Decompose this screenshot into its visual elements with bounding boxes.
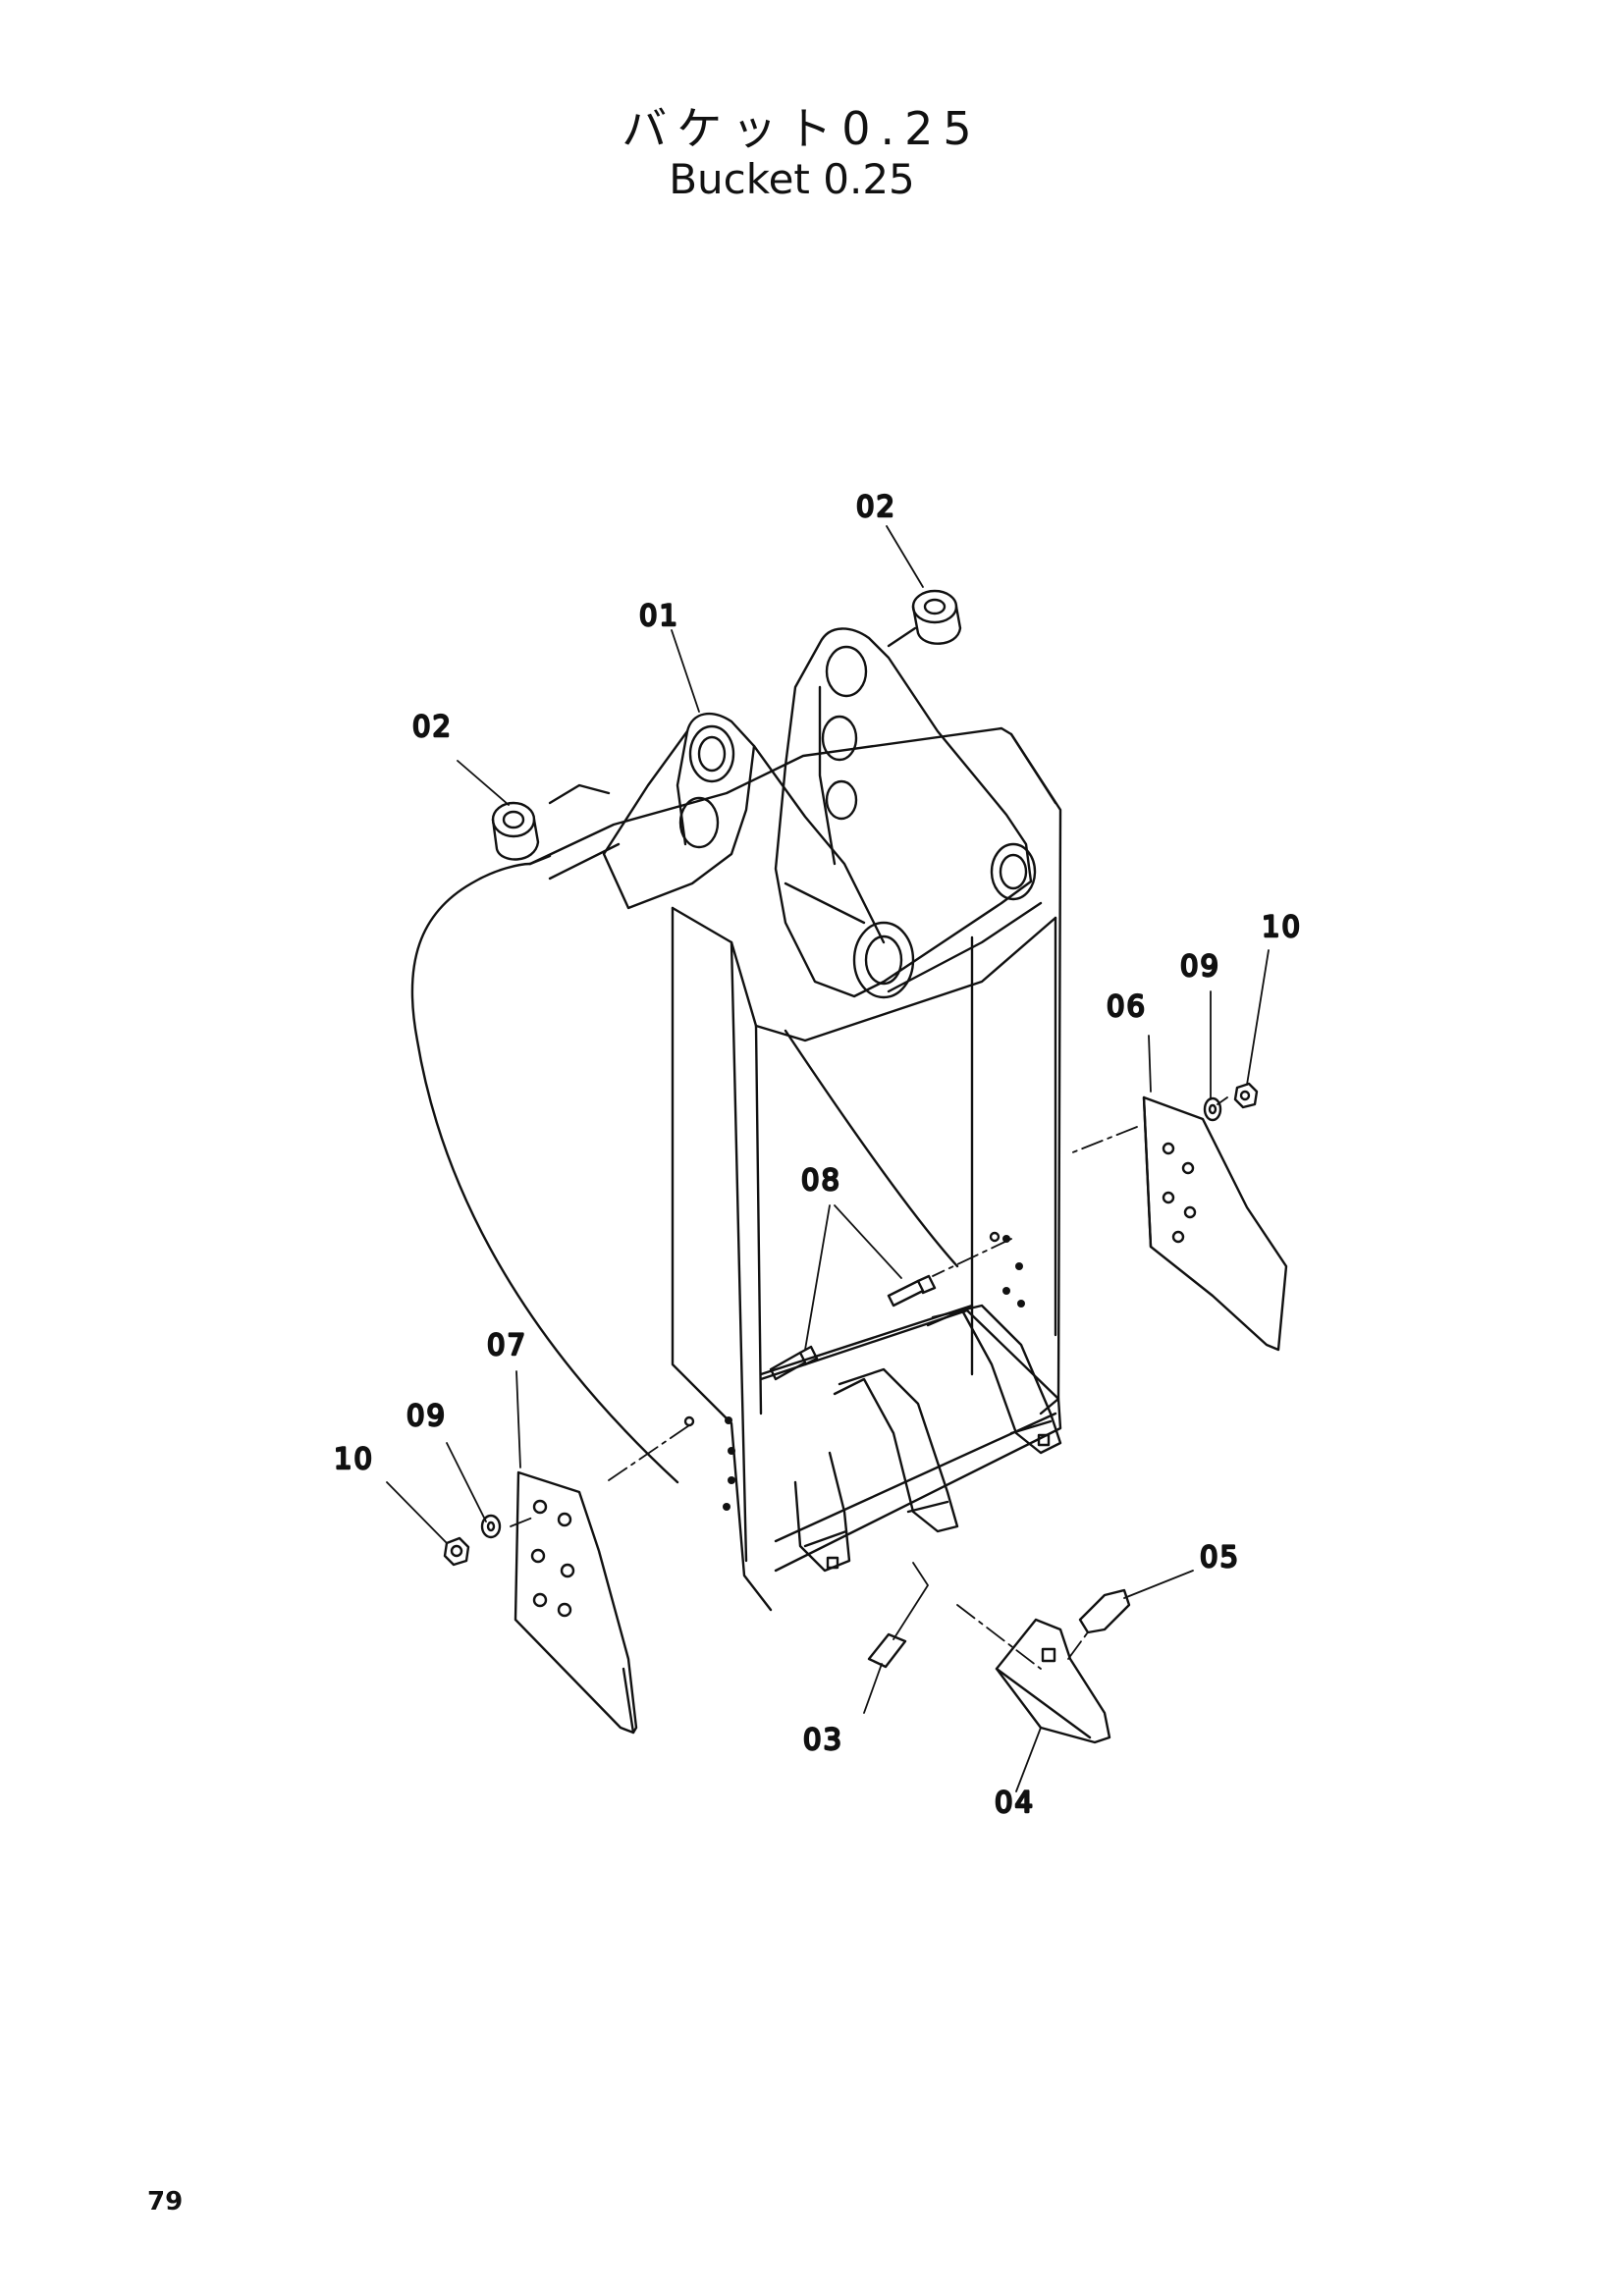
callout-06: 06 <box>1107 989 1147 1023</box>
cutting-edge <box>759 1308 1062 1573</box>
callout-02-left: 02 <box>412 710 453 743</box>
bolt-holes <box>723 1235 1025 1511</box>
leader-lines <box>386 525 1270 1792</box>
hinge-bracket-right <box>774 627 1043 999</box>
page-number: 79 <box>147 2187 184 2216</box>
side-cutter-06 <box>1142 1095 1288 1352</box>
center-lines <box>510 1096 1228 1670</box>
washer-09-left <box>480 1514 502 1539</box>
teeth-row <box>793 1304 1062 1573</box>
callout-07: 07 <box>487 1328 527 1362</box>
nut-10-left <box>443 1536 470 1567</box>
hinge-bracket-left <box>602 713 886 944</box>
callout-08: 08 <box>801 1163 841 1197</box>
side-cutter-07 <box>514 1470 638 1735</box>
bucket-body <box>410 726 1062 1612</box>
bucket-side-shell <box>410 862 679 1484</box>
title-japanese: バケット0.25 <box>622 102 982 155</box>
bucket-front-plate <box>671 906 773 1612</box>
tooth-point-04 <box>995 1618 1111 1744</box>
pin-03 <box>867 1632 907 1669</box>
callout-09-left: 09 <box>406 1399 447 1432</box>
callout-10-right: 10 <box>1262 910 1302 943</box>
callout-04: 04 <box>995 1786 1035 1819</box>
callout-02-right: 02 <box>856 490 896 523</box>
callout-01: 01 <box>639 599 679 632</box>
callout-10-left: 10 <box>334 1442 374 1475</box>
lock-05 <box>1078 1588 1131 1634</box>
callout-09-right: 09 <box>1180 949 1220 983</box>
bolt-08-right <box>887 1274 937 1308</box>
bushing-right <box>887 589 962 648</box>
bucket-right-wall <box>1009 732 1062 1415</box>
washer-09-right <box>1203 1096 1222 1122</box>
nut-10-right <box>1233 1082 1259 1109</box>
bushing-left <box>491 783 611 861</box>
callout-05: 05 <box>1200 1540 1240 1574</box>
title-english: Bucket 0.25 <box>669 155 915 203</box>
callout-03: 03 <box>803 1723 843 1756</box>
